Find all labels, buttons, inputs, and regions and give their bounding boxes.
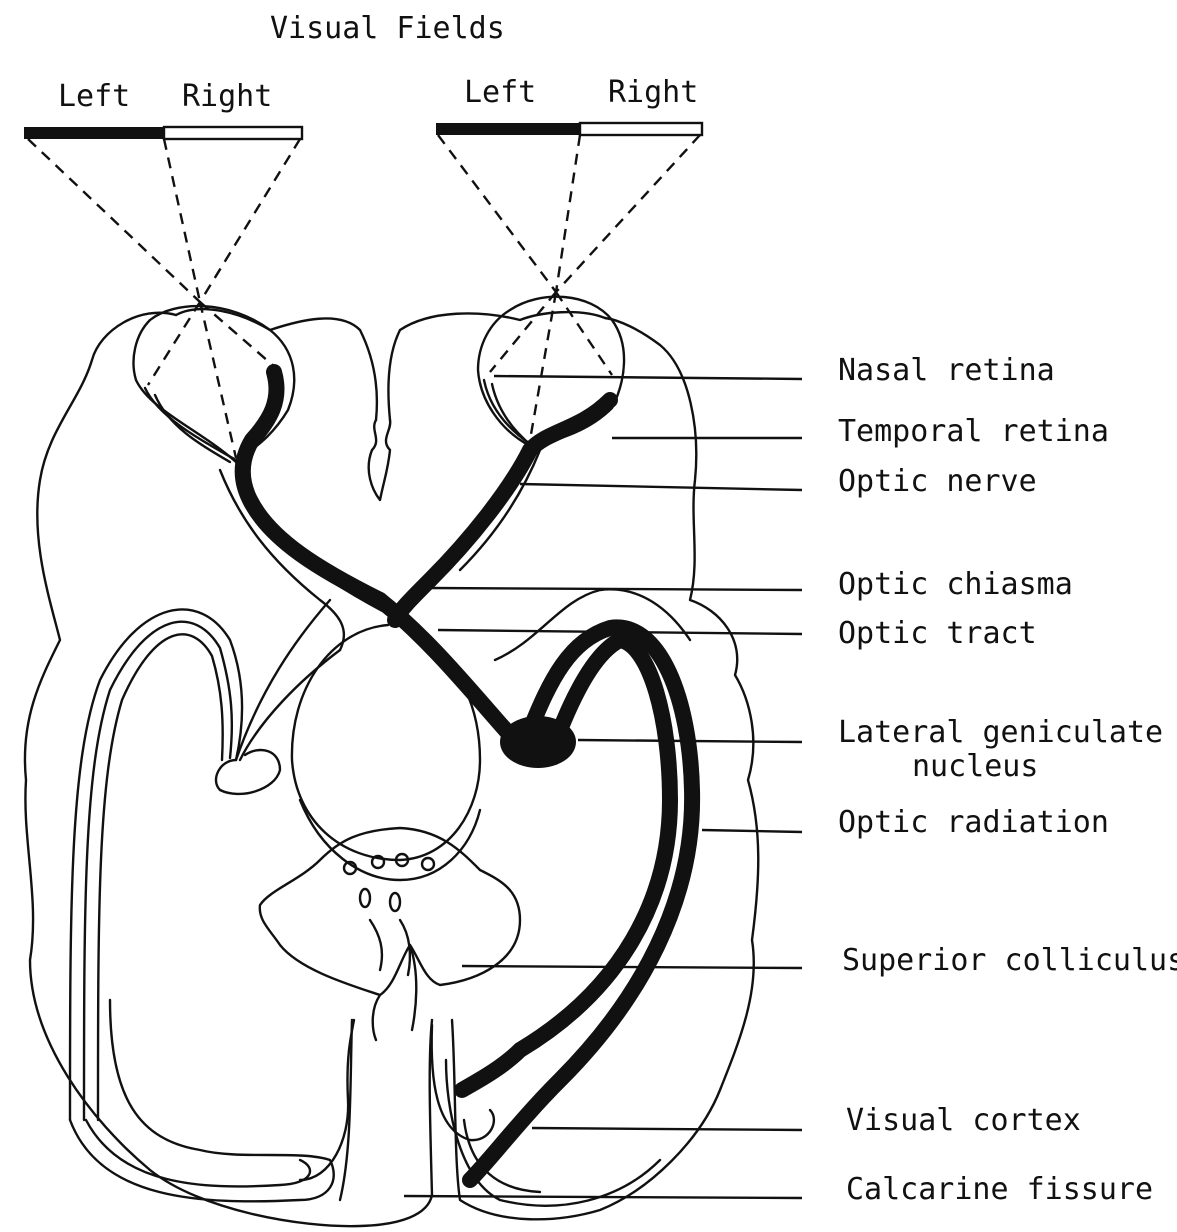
right-eye-visual-field-bar xyxy=(436,123,702,135)
right-eye-nasal-fibers xyxy=(395,400,610,620)
left-hemisphere-ventricle-loops xyxy=(70,609,354,1201)
label-superior-colliculus: Superior colliculus xyxy=(842,946,1177,976)
left-eye-visual-field-bar xyxy=(24,127,302,139)
label-optic-chiasma: Optic chiasma xyxy=(838,570,1073,600)
label-lateral-geniculate-line1: Lateral geniculate xyxy=(838,718,1163,748)
frontal-lobe-right-contour xyxy=(388,312,605,420)
midbrain-cup xyxy=(300,800,480,880)
label-lateral-geniculate-line2: nucleus xyxy=(912,752,1038,782)
diagram-title: Visual Fields xyxy=(270,14,505,44)
lateral-geniculate-nucleus-mark xyxy=(500,716,576,768)
optic-tract-path xyxy=(380,600,510,735)
left-eye-right-field-label: Right xyxy=(182,82,272,112)
left-eye-left-field-label: Left xyxy=(58,82,130,112)
label-temporal-retina: Temporal retina xyxy=(838,417,1109,447)
leader-lines xyxy=(404,376,802,1198)
longitudinal-fissure xyxy=(369,420,391,500)
right-eye-right-field-label: Right xyxy=(608,78,698,108)
label-optic-nerve: Optic nerve xyxy=(838,467,1037,497)
left-eye-temporal-fibers xyxy=(243,372,380,600)
occipital-folds xyxy=(340,1020,660,1206)
label-optic-tract: Optic tract xyxy=(838,619,1037,649)
label-calcarine-fissure: Calcarine fissure xyxy=(846,1175,1153,1205)
right-eye-left-field-label: Left xyxy=(464,78,536,108)
brain-outline xyxy=(25,313,758,1226)
label-nasal-retina: Nasal retina xyxy=(838,356,1055,386)
right-eye-projection-lines xyxy=(438,135,700,440)
label-visual-cortex: Visual cortex xyxy=(846,1106,1081,1136)
label-optic-radiation: Optic radiation xyxy=(838,808,1109,838)
highlighted-visual-pathway xyxy=(243,372,692,1180)
